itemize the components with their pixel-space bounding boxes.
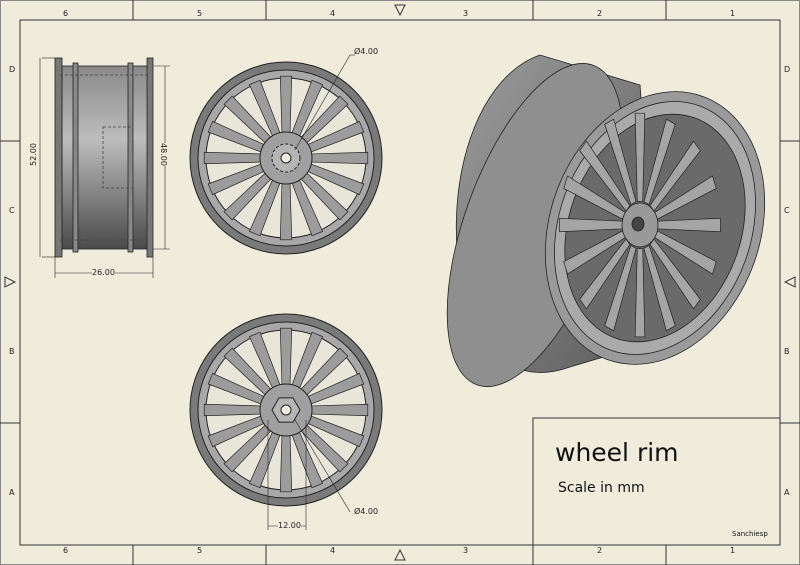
zone-col-bottom-2: 2 [597, 546, 603, 555]
front-view-top [189, 61, 383, 255]
scale-note: Scale in mm [558, 480, 645, 496]
zone-row-left-a: A [9, 488, 15, 497]
zone-row-right-d: D [784, 65, 791, 74]
zone-col-top-3: 3 [463, 9, 469, 18]
zone-col-bottom-3: 3 [463, 546, 469, 555]
dim-hole-top: Ø4.00 [354, 47, 379, 56]
title-block-frame [532, 417, 780, 545]
spoke [279, 179, 293, 241]
zone-col-top-5: 5 [197, 9, 203, 18]
drawing-title: wheel rim [555, 438, 679, 467]
iso-spoke [579, 140, 631, 212]
iso-spoke [634, 248, 646, 338]
front-view-bottom [189, 313, 383, 507]
spoke [307, 403, 369, 417]
author-name: Sanchiesp [732, 530, 768, 538]
zone-col-top-1: 1 [730, 9, 736, 18]
isometric-view [446, 54, 766, 387]
centering-arrow [4, 276, 17, 288]
zone-row-left-c: C [9, 206, 15, 215]
zone-row-right-c: C [784, 206, 790, 215]
iso-spoke [643, 118, 676, 206]
zone-row-left-d: D [9, 65, 16, 74]
centering-arrow [783, 276, 796, 288]
zone-col-bottom-4: 4 [330, 546, 336, 555]
zone-col-top-6: 6 [63, 9, 69, 18]
centering-arrow [394, 548, 406, 561]
dim-hole-bottom: Ø4.00 [354, 507, 379, 516]
zone-col-top-4: 4 [330, 9, 336, 18]
dim-width: 26.00 [92, 268, 115, 277]
dim-outer-diameter: 52.00 [28, 143, 38, 166]
zone-col-bottom-6: 6 [63, 546, 69, 555]
spoke [307, 151, 369, 165]
iso-spoke [604, 244, 637, 332]
zone-col-top-2: 2 [597, 9, 603, 18]
zone-row-right-a: A [784, 488, 790, 497]
spoke [279, 327, 293, 389]
zone-row-right-b: B [784, 347, 790, 356]
iso-spoke [643, 244, 676, 332]
spoke [203, 151, 265, 165]
side-view [39, 57, 170, 278]
zone-col-bottom-5: 5 [197, 546, 203, 555]
iso-spoke [649, 238, 701, 310]
dim-inner-diameter: 48.00 [158, 143, 168, 166]
dim-hex-width: 12.00 [278, 521, 301, 530]
center-hole [280, 404, 292, 416]
iso-spoke [634, 112, 646, 202]
spoke [279, 431, 293, 493]
zone-row-left-b: B [9, 347, 15, 356]
centering-arrow [394, 4, 406, 17]
center-hole [280, 152, 292, 164]
zone-col-bottom-1: 1 [730, 546, 736, 555]
spoke [279, 75, 293, 137]
spoke [203, 403, 265, 417]
iso-spoke [604, 118, 637, 206]
